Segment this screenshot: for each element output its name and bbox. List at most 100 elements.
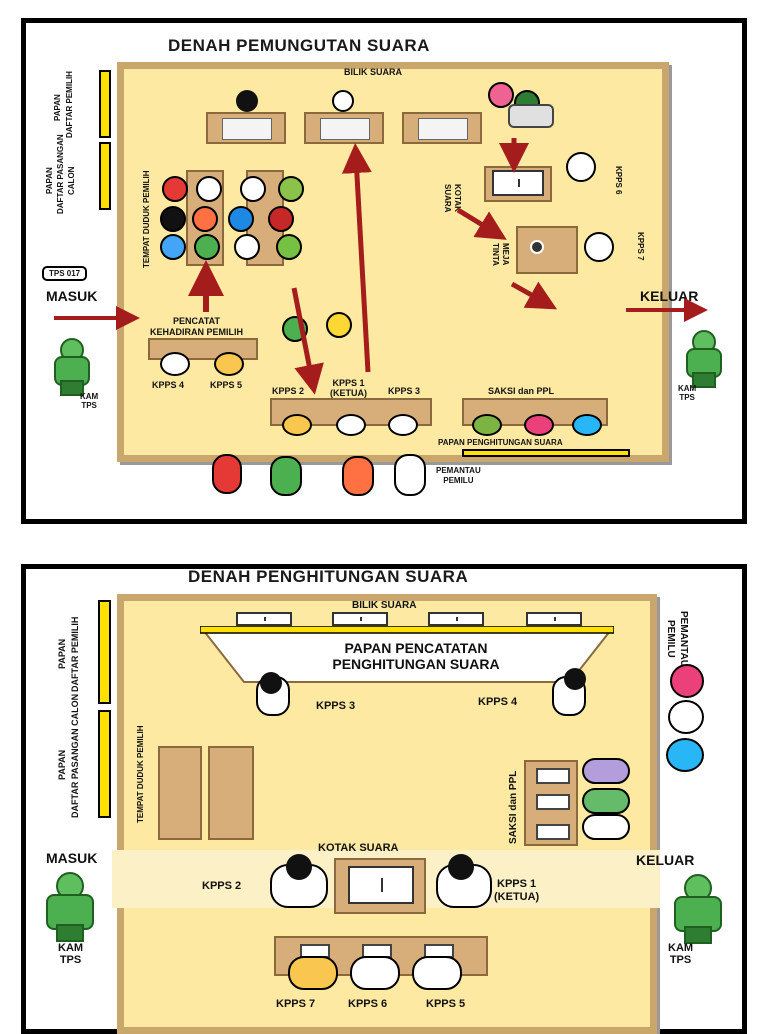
bottom-booth-2 bbox=[332, 612, 388, 626]
top-booth-3 bbox=[402, 112, 482, 144]
top-seated-voter-10 bbox=[194, 234, 220, 260]
top-voter-booth-2 bbox=[332, 90, 354, 112]
bottom-kpps2-head bbox=[286, 854, 312, 880]
top-label-kpps4: KPPS 4 bbox=[152, 380, 185, 390]
top-seated-voter-6 bbox=[192, 206, 218, 232]
bottom-title: DENAH PENGHITUNGAN SUARA bbox=[188, 567, 469, 586]
top-board-daftar-pemilih bbox=[99, 70, 111, 138]
top-seated-voter-4 bbox=[278, 176, 304, 202]
bottom-observer-3 bbox=[666, 738, 704, 772]
top-label-masuk: MASUK bbox=[46, 288, 98, 304]
bottom-board-pasangan-calon bbox=[98, 710, 111, 818]
top-kpps2-figure bbox=[282, 414, 312, 436]
bottom-label-kpps2: KPPS 2 bbox=[202, 880, 242, 892]
bottom-label-tempat-duduk: TEMPAT DUDUK PEMILIH bbox=[136, 725, 145, 823]
top-observer-3 bbox=[342, 456, 374, 496]
top-board-pasangan-calon bbox=[99, 142, 111, 210]
top-observer-4 bbox=[394, 454, 426, 496]
bottom-label-kpps4: KPPS 4 bbox=[478, 696, 518, 708]
bottom-booth-1 bbox=[236, 612, 292, 626]
bottom-label-kpps6: KPPS 6 bbox=[348, 998, 388, 1010]
top-seated-voter-8 bbox=[268, 206, 294, 232]
top-saksi-figure-3 bbox=[572, 414, 602, 436]
bottom-guard-left bbox=[44, 872, 94, 942]
bottom-saksi-paper-2 bbox=[536, 794, 570, 810]
top-observer-2 bbox=[270, 456, 302, 496]
bottom-kpps1-head bbox=[448, 854, 474, 880]
bottom-label-kotak-suara: KOTAK SUARA bbox=[318, 842, 399, 854]
top-guard-right bbox=[684, 330, 722, 388]
bottom-observer-2 bbox=[668, 700, 704, 734]
bottom-saksi-figure-1 bbox=[582, 758, 630, 784]
top-title: DENAH PEMUNGUTAN SUARA bbox=[168, 36, 430, 55]
top-label-kpps1: KPPS 1(KETUA) bbox=[330, 378, 367, 398]
top-ballot-box bbox=[492, 170, 544, 196]
top-kpps5-figure bbox=[214, 352, 244, 376]
top-ink-bottle bbox=[530, 240, 544, 254]
top-label-kpps7: KPPS 7 bbox=[636, 232, 645, 261]
top-flow-arrows bbox=[54, 138, 708, 395]
bottom-booth-4 bbox=[526, 612, 582, 626]
top-kpps6-figure bbox=[566, 152, 596, 182]
top-arrow-to-tinta bbox=[456, 207, 507, 240]
bottom-label-kpps5: KPPS 5 bbox=[426, 998, 466, 1010]
top-arrow-to-exit bbox=[510, 281, 558, 310]
top-wheelchair bbox=[508, 104, 554, 128]
top-label-keluar: KELUAR bbox=[640, 288, 699, 304]
bottom-kpps4-head bbox=[564, 668, 586, 690]
top-voter-booth-1 bbox=[236, 90, 258, 112]
top-arrow-to-booth bbox=[341, 143, 372, 373]
top-saksi-figure-2 bbox=[524, 414, 554, 436]
top-seated-voter-1 bbox=[162, 176, 188, 202]
top-arrow-to-kpps bbox=[291, 287, 324, 395]
top-seated-voter-5 bbox=[160, 206, 186, 232]
top-voter-pink bbox=[488, 82, 514, 108]
top-saksi-figure-1 bbox=[472, 414, 502, 436]
top-label-kpps6: KPPS 6 bbox=[614, 166, 623, 195]
bottom-kpps5-figure bbox=[412, 956, 462, 990]
top-kpps7-figure bbox=[584, 232, 614, 262]
top-observer-1 bbox=[212, 454, 242, 494]
bottom-label-bilik-suara: BILIK SUARA bbox=[352, 600, 417, 611]
bottom-kpps3-head bbox=[260, 672, 282, 694]
top-table-tinta bbox=[516, 226, 578, 274]
bottom-ballot-box bbox=[348, 866, 414, 904]
bottom-kpps6-figure bbox=[350, 956, 400, 990]
top-seated-voter-2 bbox=[196, 176, 222, 202]
bottom-kpps7-figure bbox=[288, 956, 338, 990]
top-label-bilik-suara: BILIK SUARA bbox=[344, 67, 402, 77]
bottom-saksi-figure-3 bbox=[582, 814, 630, 840]
top-walking-voter-2 bbox=[326, 312, 352, 338]
bottom-booth-3 bbox=[428, 612, 484, 626]
top-label-kpps5: KPPS 5 bbox=[210, 380, 243, 390]
top-label-saksi-ppl: SAKSI dan PPL bbox=[488, 386, 555, 396]
top-guard-left bbox=[52, 338, 90, 396]
top-booth-2 bbox=[304, 112, 384, 144]
bottom-label-keluar: KELUAR bbox=[636, 852, 695, 868]
top-booth-1 bbox=[206, 112, 286, 144]
bottom-guard-right bbox=[672, 874, 722, 944]
top-seated-voter-11 bbox=[234, 234, 260, 260]
bottom-label-masuk: MASUK bbox=[46, 850, 98, 866]
top-tps-tag: TPS 017 bbox=[42, 266, 88, 281]
top-label-papan-penghitungan: PAPAN PENGHITUNGAN SUARA bbox=[438, 438, 563, 447]
top-kpps4-figure bbox=[160, 352, 190, 376]
bottom-label-saksi-ppl: SAKSI dan PPL bbox=[508, 770, 519, 844]
bottom-saksi-figure-2 bbox=[582, 788, 630, 814]
bottom-bench-1 bbox=[158, 746, 202, 840]
bottom-label-kpps1: KPPS 1(KETUA) bbox=[494, 878, 540, 903]
bottom-bench-2 bbox=[208, 746, 254, 840]
bottom-board-daftar-pemilih bbox=[98, 600, 111, 704]
bottom-observer-1 bbox=[670, 664, 704, 698]
top-seated-voter-9 bbox=[160, 234, 186, 260]
